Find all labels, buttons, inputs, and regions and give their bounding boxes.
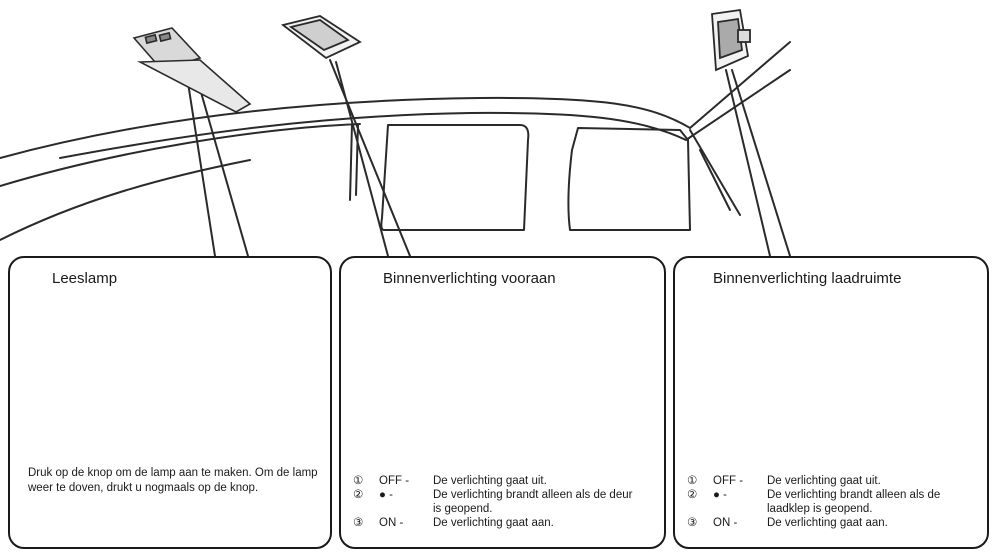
legend-row: ③ ON - De verlichting gaat aan. xyxy=(353,516,637,530)
reading-lamp-top-icon xyxy=(132,27,252,113)
leader-reading-lamp xyxy=(185,67,249,257)
panel-title: Binnenverlichting laadruimte xyxy=(713,270,902,287)
legend-text: De verlichting brandt alleen als de laad… xyxy=(767,489,941,515)
legend-row: ② ● - De verlichting brandt alleen als d… xyxy=(687,488,971,516)
legend-row: ③ ON - De verlichting gaat aan. xyxy=(687,516,971,530)
legend-number: ③ xyxy=(353,517,364,529)
rear-pillar xyxy=(689,129,741,216)
legend-text: De verlichting gaat uit. xyxy=(767,475,881,487)
legend-code: ● - xyxy=(379,489,393,501)
panel-front-interior-light: Binnenverlichting vooraan ① OFF - De ver… xyxy=(339,256,666,549)
legend-code: OFF - xyxy=(379,475,410,487)
legend-row: ① OFF - De verlichting gaat uit. xyxy=(353,474,637,488)
legend-number: ③ xyxy=(687,517,698,529)
legend-number: ① xyxy=(687,475,698,487)
legend-row: ② ● - De verlichting brandt alleen als d… xyxy=(353,488,637,516)
legend-code: OFF - xyxy=(713,475,744,487)
leader-front-lamp xyxy=(329,59,411,257)
legend: ① OFF - De verlichting gaat uit. ② ● - D… xyxy=(687,474,971,530)
legend-row: ① OFF - De verlichting gaat uit. xyxy=(687,474,971,488)
front-lamp-top-icon xyxy=(280,15,362,60)
legend-number: ① xyxy=(353,475,364,487)
roof-inner-line xyxy=(59,69,791,159)
legend-text: De verlichting gaat aan. xyxy=(433,517,554,529)
legend-code: ● - xyxy=(713,489,727,501)
legend-code: ON - xyxy=(713,517,738,529)
side-window-1 xyxy=(380,124,530,231)
legend-text: De verlichting brandt alleen als de deur… xyxy=(433,489,633,515)
panel-description: Druk op de knop om de lamp aan te maken.… xyxy=(28,467,318,494)
panel-reading-lamp: Leeslamp Druk op de knop om de lamp aan … xyxy=(8,256,332,549)
leader-cargo-lamp xyxy=(725,69,791,257)
panel-title: Leeslamp xyxy=(52,270,118,287)
legend-text: De verlichting gaat aan. xyxy=(767,517,888,529)
cargo-lamp-top-icon xyxy=(711,8,751,72)
headliner-edge xyxy=(0,123,361,187)
legend-number: ② xyxy=(353,489,364,501)
legend-text: De verlichting gaat uit. xyxy=(433,475,547,487)
panel-title: Binnenverlichting vooraan xyxy=(383,270,556,287)
panel-cargo-light: Binnenverlichting laadruimte ① OFF - De … xyxy=(673,256,989,549)
legend: ① OFF - De verlichting gaat uit. ② ● - D… xyxy=(353,474,637,530)
roof-outline xyxy=(0,41,791,159)
side-window-2 xyxy=(567,127,691,231)
legend-code: ON - xyxy=(379,517,404,529)
legend-number: ② xyxy=(687,489,698,501)
